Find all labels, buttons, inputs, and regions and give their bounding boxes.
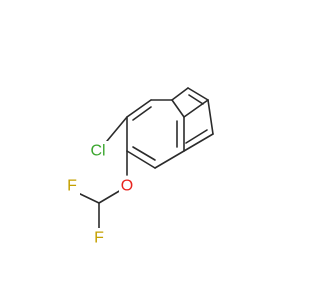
bond-c7-c8-double	[185, 129, 208, 144]
bond-c5-c6	[187, 87, 209, 101]
molecule-structure-canvas: Cl O F F	[64, 87, 214, 248]
bond-c2-c3	[126, 99, 152, 118]
bond-c4-c4a	[171, 99, 185, 118]
chlorine-label: Cl	[90, 143, 105, 160]
bond-c7-c8	[183, 133, 214, 152]
bond-o-chf2	[98, 189, 122, 204]
bond-c4a-c5	[171, 87, 189, 101]
bond-c8a-c1	[154, 150, 185, 169]
oxygen-label: O	[121, 178, 133, 195]
bond-c2-cl	[106, 116, 128, 142]
atom-fluorine-lower: F	[91, 228, 107, 248]
atom-fluorine-upper: F	[64, 176, 80, 196]
bond-c1-c8a-side	[126, 150, 156, 169]
atom-chlorine: Cl	[86, 141, 112, 161]
bond-c6-c7	[207, 99, 214, 135]
bond-c8-c8a	[183, 99, 209, 118]
atom-oxygen: O	[119, 176, 135, 196]
fluorine-label-lower: F	[94, 230, 104, 247]
substituent-bonds	[75, 116, 128, 229]
bond-c2-c3-double	[132, 106, 152, 121]
fluorine-label-upper: F	[67, 178, 77, 195]
naphthalene-ring-right	[171, 87, 214, 152]
naphthalene-ring-left	[126, 99, 185, 169]
bond-c5-c6-double	[188, 94, 204, 105]
bond-c1-double	[132, 146, 156, 161]
